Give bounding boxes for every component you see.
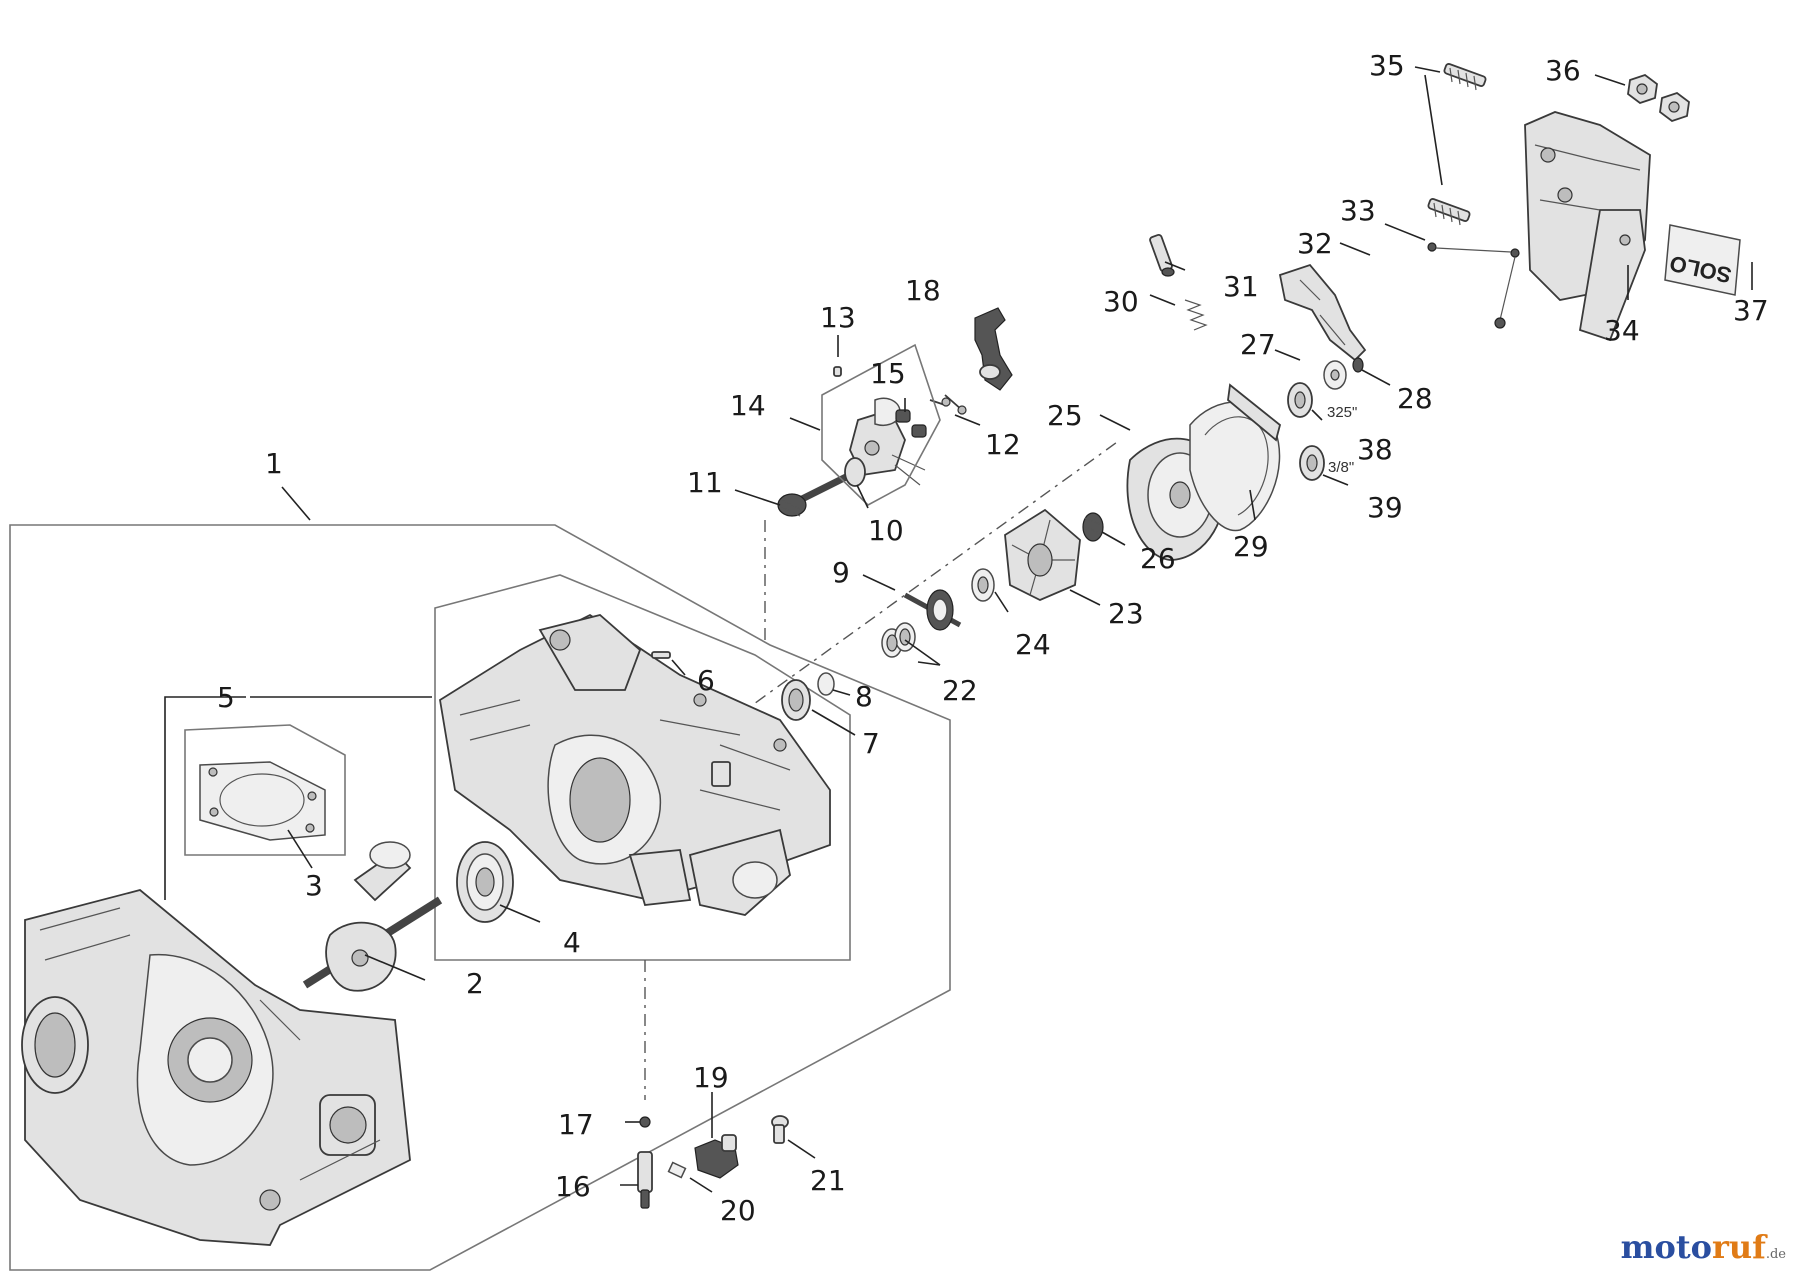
chain-tensioner-32 — [1278, 263, 1367, 362]
watermark-name-part2: ruf — [1711, 1228, 1766, 1266]
worm-gear-10 — [798, 457, 866, 504]
sprocket-39 — [1299, 445, 1325, 481]
callout-33: 33 — [1340, 194, 1376, 227]
leader-lines — [164, 66, 1753, 1193]
screw-21 — [771, 1115, 789, 1144]
oil-pickup-16 — [637, 1151, 653, 1209]
washer-8 — [817, 672, 835, 696]
pin-13 — [833, 366, 842, 377]
callout-numbers: 1 2 3 4 5 6 7 8 9 10 11 12 13 14 15 16 1… — [217, 49, 1769, 1227]
axis-line-clutch — [689, 439, 1121, 751]
washers-22 — [881, 622, 916, 658]
callout-2: 2 — [466, 967, 484, 1000]
callout-30: 30 — [1103, 285, 1139, 318]
callout-18: 18 — [905, 274, 941, 307]
assembly-frame-5 — [434, 574, 851, 961]
pitch-label-38: 3/8" — [1328, 459, 1354, 476]
callout-22: 22 — [942, 674, 978, 707]
bolt-31 — [1149, 233, 1175, 277]
callout-27: 27 — [1240, 328, 1276, 361]
needle-bearing-26 — [1082, 512, 1104, 542]
crankcase-main — [439, 613, 831, 916]
drive-worm-9 — [903, 589, 962, 631]
assembly-frame-1 — [9, 524, 951, 1271]
sprocket-cover-34 — [1524, 111, 1651, 342]
callout-31: 31 — [1223, 270, 1259, 303]
brake-band-29 — [1189, 383, 1282, 532]
callout-9: 9 — [832, 556, 850, 589]
callout-7: 7 — [862, 727, 880, 760]
brake-lever-18 — [974, 307, 1013, 391]
callout-6: 6 — [697, 664, 715, 697]
plate-20 — [667, 1161, 687, 1179]
callout-35: 35 — [1369, 49, 1405, 82]
callout-32: 32 — [1297, 227, 1333, 260]
callout-37: 37 — [1733, 294, 1769, 327]
clutch-23 — [1004, 508, 1081, 601]
callout-34: 34 — [1604, 314, 1640, 347]
callout-19: 19 — [693, 1061, 729, 1094]
callout-17: 17 — [558, 1108, 594, 1141]
oil-pump-frame — [821, 343, 941, 506]
callout-14: 14 — [730, 389, 766, 422]
crankshaft — [302, 841, 443, 992]
callout-11: 11 — [687, 466, 723, 499]
callout-5: 5 — [217, 681, 235, 714]
badge-37: SOLO — [1664, 224, 1741, 296]
callout-25: 25 — [1047, 399, 1083, 432]
callout-12: 12 — [985, 428, 1021, 461]
callout-3: 3 — [305, 869, 323, 902]
callout-8: 8 — [855, 680, 873, 713]
ball-17 — [639, 1116, 651, 1128]
callout-24: 24 — [1015, 628, 1051, 661]
callout-15: 15 — [870, 357, 906, 390]
watermark: motoruf.de — [1621, 1228, 1786, 1266]
watermark-name-part1: moto — [1620, 1228, 1712, 1266]
spring-11 — [777, 493, 807, 517]
gasket — [199, 761, 326, 841]
callout-10: 10 — [868, 514, 904, 547]
callout-29: 29 — [1233, 530, 1269, 563]
screws-33 — [1427, 242, 1520, 329]
callout-23: 23 — [1108, 597, 1144, 630]
hose-15 — [895, 409, 927, 438]
screws-12 — [929, 394, 967, 415]
callout-36: 36 — [1545, 54, 1581, 87]
stud-35-upper — [1443, 63, 1487, 91]
callout-28: 28 — [1397, 382, 1433, 415]
callout-13: 13 — [820, 301, 856, 334]
nuts-36 — [1627, 73, 1690, 123]
bracket-19 — [694, 1134, 739, 1179]
stud-35-lower — [1427, 198, 1471, 226]
crankcase-half-left — [21, 889, 411, 1246]
oil-seal-7 — [781, 679, 811, 721]
callout-20: 20 — [720, 1194, 756, 1227]
callout-21: 21 — [810, 1164, 846, 1197]
callout-4: 4 — [563, 926, 581, 959]
circlip-28 — [1352, 357, 1364, 373]
washer-27 — [1323, 360, 1347, 390]
spring-30 — [1184, 299, 1208, 331]
oil-pump — [849, 397, 926, 486]
gasket-frame — [184, 724, 346, 856]
callout-26: 26 — [1140, 542, 1176, 575]
bearing-4 — [456, 841, 514, 923]
washer-24 — [971, 568, 995, 602]
callout-39: 39 — [1367, 491, 1403, 524]
pin-6 — [651, 651, 671, 659]
sprocket-38 — [1287, 382, 1313, 418]
pitch-label-325: 325" — [1327, 404, 1357, 421]
callout-1: 1 — [265, 447, 283, 480]
callout-16: 16 — [555, 1170, 591, 1203]
watermark-suffix: .de — [1765, 1247, 1786, 1262]
callout-38: 38 — [1357, 433, 1393, 466]
